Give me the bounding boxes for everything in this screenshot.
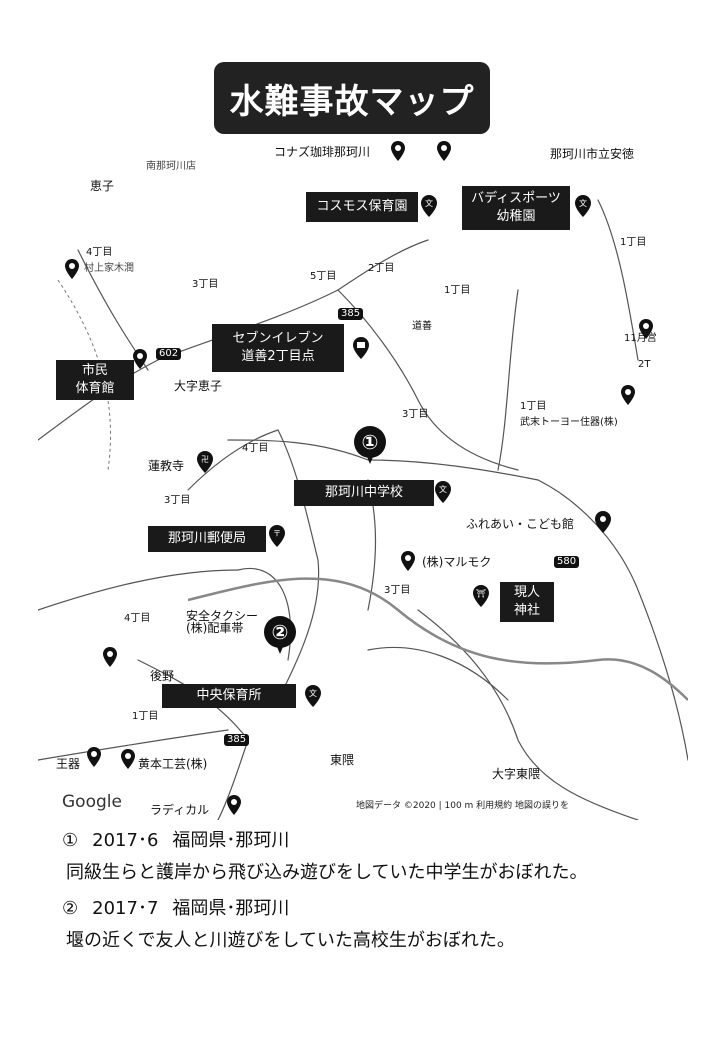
chome-label: 2T [638, 359, 651, 370]
route-shield: 602 [156, 348, 182, 360]
chome-label: 3丁目 [402, 409, 429, 420]
page-title: 水難事故マップ [214, 62, 490, 134]
map-label-toyo: 武末トーヨー住器(株) [520, 417, 618, 428]
school-pin-icon[interactable]: 文 [574, 194, 592, 218]
map-pin-icon[interactable] [226, 794, 242, 816]
map-label-coffee: コナズ珈琲那珂川 [274, 145, 371, 159]
incident-date: 2017･7 [92, 898, 159, 919]
chome-label: 3丁目 [384, 585, 411, 596]
school-pin-icon[interactable]: 文 [304, 684, 322, 708]
chome-label: 1丁目 [520, 401, 547, 412]
map-label-goshino: 後野 [150, 669, 175, 683]
incident-place: 福岡県･那珂川 [172, 830, 290, 851]
map-label-higashi: 東隈 [330, 753, 355, 767]
shrine-pin-icon[interactable]: ⛩ [472, 584, 490, 608]
place-seven-eleven[interactable]: セブンイレブン 道善2丁目点 [212, 324, 344, 372]
map-pin-icon[interactable] [64, 258, 80, 280]
place-buddies-kindergarten[interactable]: バディスポーツ 幼稚園 [462, 186, 570, 230]
incident-number: ② [62, 898, 79, 919]
incident-description: 同級生らと護岸から飛び込み遊びをしていた中学生がおぼれた。 [66, 862, 588, 883]
map-label-fureai: ふれあい・こども館 [466, 517, 575, 531]
map-pin-icon[interactable] [120, 748, 136, 770]
svg-text:卍: 卍 [201, 455, 209, 464]
map-label-taxi: 安全タクシー (株)配車帯 [186, 609, 259, 635]
incident-marker-2[interactable]: ② [264, 616, 296, 654]
map-label-marumoku: (株)マルモク [422, 555, 492, 569]
chome-label: 3丁目 [164, 495, 191, 506]
incident-place: 福岡県･那珂川 [172, 898, 290, 919]
incident-description: 堰の近くで友人と川遊びをしていた高校生がおぼれた。 [66, 930, 515, 951]
route-shield: 580 [554, 556, 580, 568]
route-shield: 385 [224, 734, 250, 746]
incident-list: ① 2017･6 福岡県･那珂川 同級生らと護岸から飛び込み遊びをしていた中学生… [62, 826, 702, 962]
svg-text:文: 文 [425, 198, 433, 208]
school-pin-icon[interactable]: 文 [420, 194, 438, 218]
svg-text:⛩: ⛩ [476, 589, 486, 598]
map-pin-icon[interactable] [390, 140, 406, 162]
map-label-murakami: 村上家木潤 [84, 263, 134, 274]
map-label-aza-higashi: 大字東隈 [492, 767, 541, 781]
place-shrine[interactable]: 現人 神社 [500, 582, 554, 622]
place-citizen-gym[interactable]: 市民 体育館 [56, 360, 134, 400]
store-pin-icon[interactable] [352, 336, 370, 360]
chome-label: 1丁目 [444, 285, 471, 296]
chome-label: 1丁目 [620, 237, 647, 248]
school-pin-icon[interactable] [436, 140, 452, 162]
map-pin-icon[interactable] [86, 746, 102, 768]
temple-pin-icon[interactable]: 卍 [196, 450, 214, 474]
facility-pin-icon[interactable] [594, 510, 612, 534]
map-label-kihei: 王器 [56, 757, 81, 771]
svg-text:文: 文 [439, 484, 447, 494]
svg-text:〒: 〒 [273, 529, 281, 538]
map-pin-icon[interactable] [620, 384, 636, 406]
incident-date: 2017･6 [92, 830, 159, 851]
incident-number: ① [62, 830, 79, 851]
map-label-store: 南那珂川店 [146, 161, 196, 172]
map-pin-icon[interactable] [132, 348, 148, 370]
svg-text:文: 文 [309, 688, 317, 698]
place-cosmos-nursery[interactable]: コスモス保育園 [306, 192, 418, 222]
route-shield: 385 [338, 308, 364, 320]
place-post-office[interactable]: 那珂川郵便局 [148, 526, 266, 552]
shop-pin-icon[interactable] [400, 550, 416, 572]
place-central-nursery[interactable]: 中央保育所 [162, 684, 296, 708]
chome-label: 4丁目 [242, 443, 269, 454]
map-pin-icon[interactable] [102, 646, 118, 668]
map-label-aza-keiko: 大字恵子 [174, 379, 223, 393]
map-label-renkyoji: 蓮教寺 [148, 459, 185, 473]
chome-label: 3丁目 [192, 279, 219, 290]
map-label-school-top: 那珂川市立安徳 [550, 147, 635, 161]
incident-marker-1[interactable]: ① [354, 426, 386, 464]
map-label-tokuhito: 黄本工芸(株) [138, 757, 208, 771]
place-nakagawa-junior-high[interactable]: 那珂川中学校 [294, 480, 434, 506]
map-attribution: 地図データ ©2020 | 100 m 利用規約 地図の誤りを [356, 801, 570, 811]
chome-label: 1丁目 [132, 711, 159, 722]
map-label-radical: ラディカル [150, 803, 210, 817]
incident-item: ① 2017･6 福岡県･那珂川 同級生らと護岸から飛び込み遊びをしていた中学生… [62, 826, 702, 884]
map-label-keiko: 恵子 [90, 179, 115, 193]
svg-text:文: 文 [579, 198, 587, 208]
chome-label: 2丁目 [368, 263, 395, 274]
incident-item: ② 2017･7 福岡県･那珂川 堰の近くで友人と川遊びをしていた高校生がおぼれ… [62, 894, 702, 952]
post-office-pin-icon[interactable]: 〒 [268, 524, 286, 548]
google-logo: Google [62, 792, 122, 812]
map-label-dozen: 道善 [412, 321, 432, 332]
chome-label: 4丁目 [124, 613, 151, 624]
chome-label: 5丁目 [310, 271, 337, 282]
map-label-tsuki: 11月営 [624, 333, 657, 344]
map[interactable]: コナズ珈琲那珂川 那珂川市立安徳 南那珂川店 恵子 4丁目 村上家木潤 3丁目 … [38, 140, 688, 820]
shop-pin-icon[interactable] [638, 318, 654, 340]
school-pin-icon[interactable]: 文 [434, 480, 452, 504]
chome-label: 4丁目 [86, 247, 113, 258]
